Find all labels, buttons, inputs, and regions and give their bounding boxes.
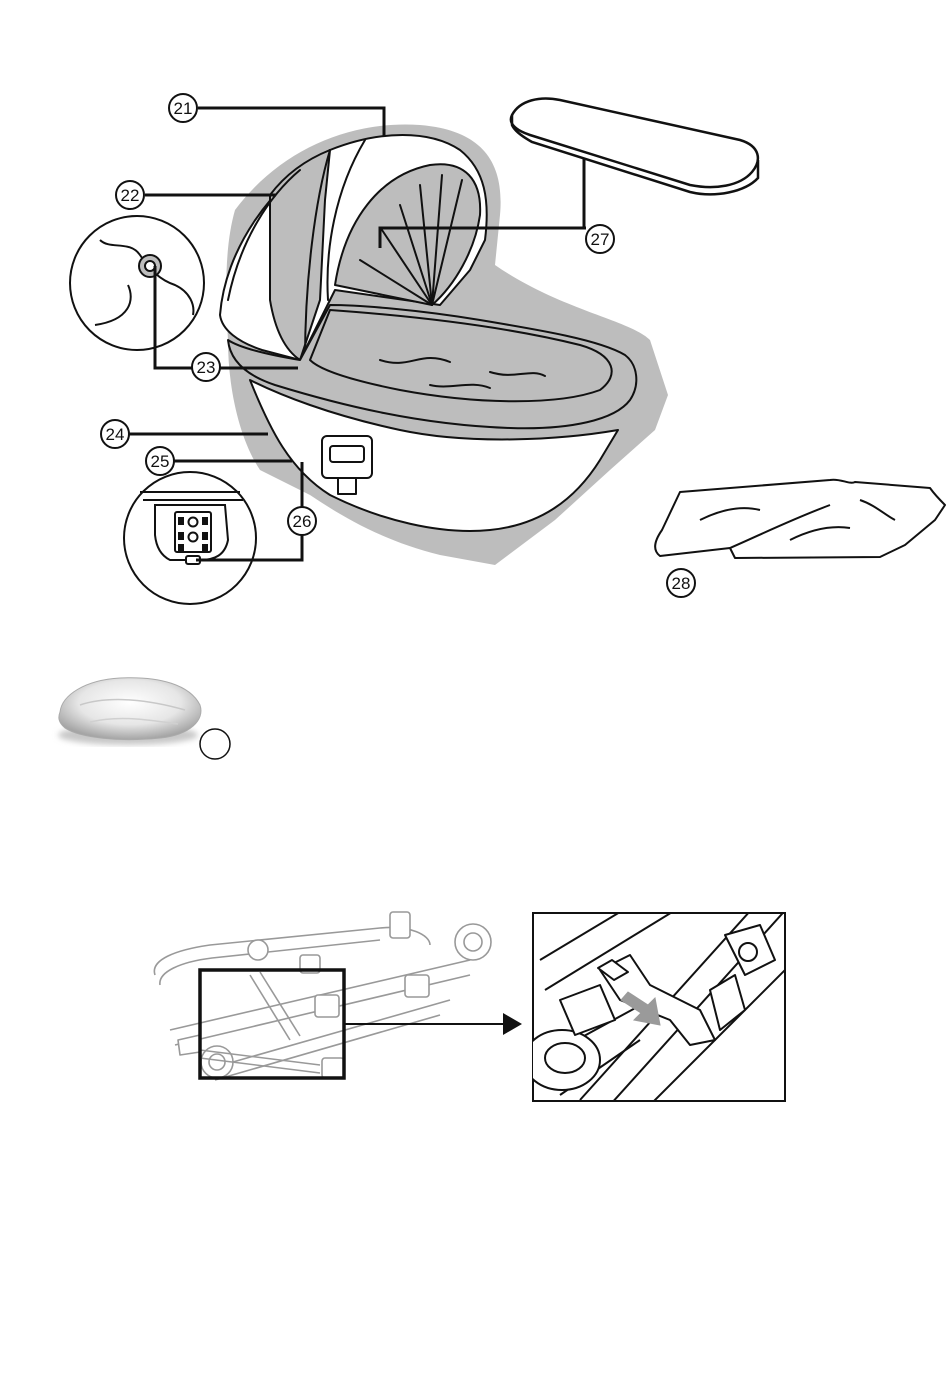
apron-cover-illustration [655,480,945,558]
callout-28: 28 [667,569,695,597]
detail-circle [70,216,204,350]
zoom-rivet [739,943,757,961]
frame-wheel [248,940,268,960]
frame-handlebar-inner [160,940,380,985]
callout-22: 22 [116,181,144,209]
callout-label: 26 [293,512,312,531]
callout-label: 21 [174,99,193,118]
carrycot-illustration [220,124,668,565]
latch-slot [179,518,183,524]
callout-27: 27 [586,225,614,253]
latch-hole [189,533,198,542]
zoom-detail-panel [524,895,800,1105]
callout-21: 21 [169,94,197,122]
callout-23: 23 [192,353,220,381]
frame-tube [250,975,290,1040]
callout-label: 23 [197,358,216,377]
carry-handle-bracket-inner [330,446,364,462]
detail-canopy-knob [70,216,204,350]
rain-cover-photo [58,678,201,745]
latch-slot [203,533,207,539]
callout-label: 27 [591,230,610,249]
callout-26: 26 [288,507,316,535]
detail-release-latch [124,472,256,604]
frame-brake [178,1035,200,1055]
frame-tube [260,972,300,1036]
frame-handlebar [154,927,430,975]
callout-label: 22 [121,186,140,205]
frame-wheel-hub [209,1054,225,1070]
folded-stroller-frame [154,912,491,1080]
frame-wheel-hub [464,933,482,951]
latch-slot [179,533,183,539]
callout-label: 28 [672,574,691,593]
latch-slot [203,545,207,550]
frame-hinge [315,995,339,1017]
callout-24: 24 [101,420,129,448]
latch-slot [179,545,183,550]
zoom-wheel-hub [545,1043,585,1073]
callout-25: 25 [146,447,174,475]
callout-label: 24 [106,425,125,444]
callout-label: 25 [151,452,170,471]
frame-foot [322,1058,344,1078]
callout-rain-cover [200,729,230,759]
apron-cover [655,480,945,558]
frame-hinge [390,912,410,938]
latch-slot [203,518,207,524]
latch-hole [189,518,198,527]
mattress-illustration [511,99,758,195]
frame-hinge [405,975,429,997]
